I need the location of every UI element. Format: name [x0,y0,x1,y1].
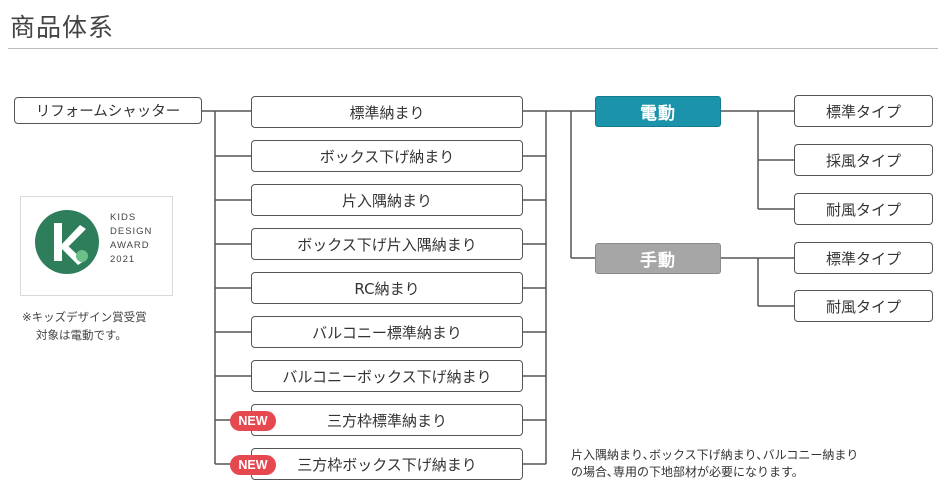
mode-manual: 手動 [595,243,721,274]
title-divider [8,48,938,49]
product-node: 標準納まり [251,96,523,128]
award-line: DESIGN [110,226,153,237]
award-line: AWARD [110,240,150,251]
product-node: ボックス下げ納まり [251,140,523,172]
type-node: 標準タイプ [794,242,933,274]
kids-design-logo-icon [35,210,99,274]
note-line: 片入隅納まり､ボックス下げ納まり､バルコニー納まり [571,448,859,462]
product-node: 三方枠標準納まり [251,404,523,436]
award-text: KIDS DESIGN AWARD 2021 [110,211,152,267]
product-node: 三方枠ボックス下げ納まり [251,448,523,480]
root-node: リフォームシャッター [14,97,202,124]
product-node: ボックス下げ片入隅納まり [251,228,523,260]
type-node: 標準タイプ [794,95,933,127]
type-node: 採風タイプ [794,144,933,176]
product-node: バルコニー標準納まり [251,316,523,348]
note-line: 対象は電動です。 [36,328,127,342]
product-node: 片入隅納まり [251,184,523,216]
award-line: 2021 [110,254,136,265]
award-line: KIDS [110,212,137,223]
footnote: 片入隅納まり､ボックス下げ納まり､バルコニー納まり の場合､専用の下地部材が必要… [571,447,858,481]
mode-electric: 電動 [595,96,721,127]
page-title: 商品体系 [10,13,115,42]
note-line: の場合､専用の下地部材が必要になります。 [571,465,804,479]
type-node: 耐風タイプ [794,290,933,322]
type-node: 耐風タイプ [794,193,933,225]
new-badge: NEW [230,411,276,431]
note-line: ※キッズデザイン賞受賞 [22,310,147,324]
award-note: ※キッズデザイン賞受賞 対象は電動です。 [22,308,147,344]
new-badge: NEW [230,455,276,475]
product-node: バルコニーボックス下げ納まり [251,360,523,392]
product-node: RC納まり [251,272,523,304]
